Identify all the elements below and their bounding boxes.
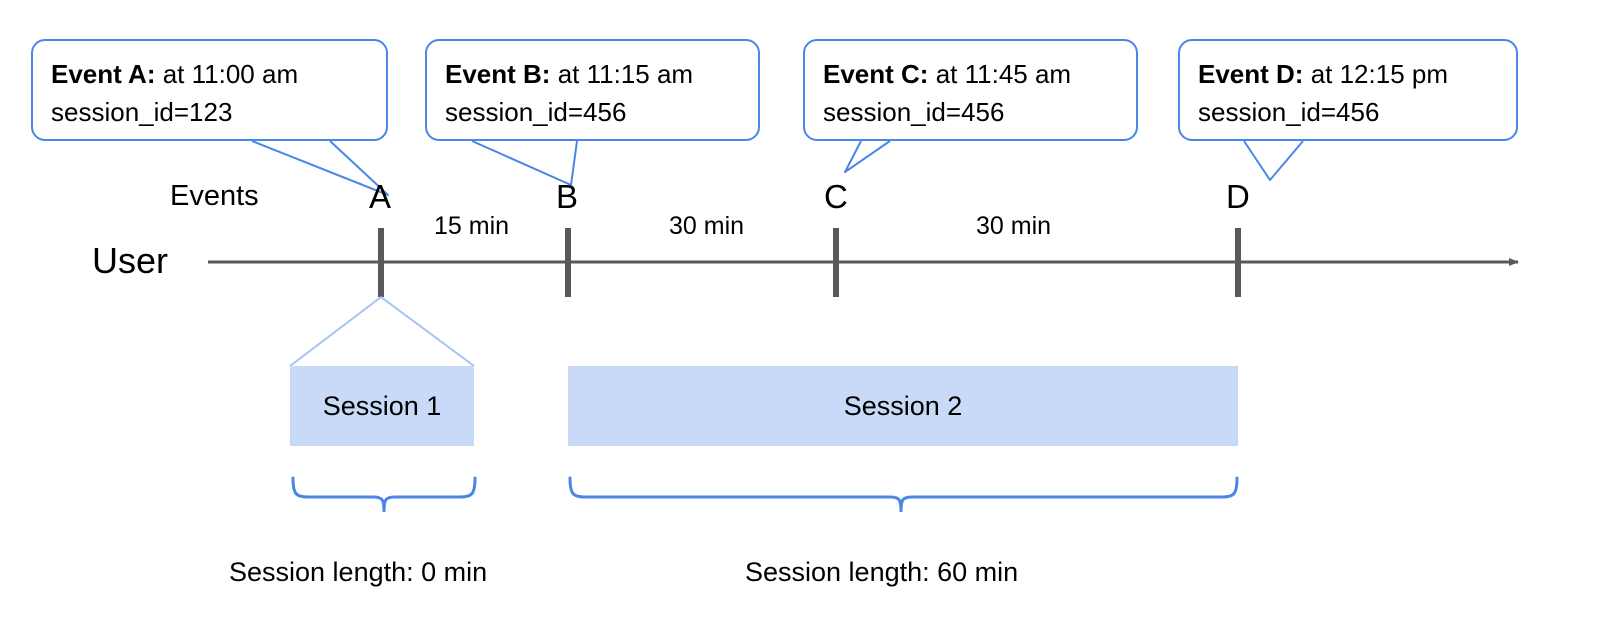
- session-bar-2-label: Session 2: [843, 390, 963, 421]
- row-label-events: Events: [170, 180, 259, 212]
- row-label-user: User: [92, 240, 169, 281]
- interval-label-bc: 30 min: [669, 212, 745, 240]
- event-letter-c: C: [824, 178, 848, 215]
- callout-d-line1: Event D: at 12:15 pm: [1198, 55, 1500, 93]
- callout-c-line2: session_id=456: [823, 97, 1005, 127]
- callout-tail-b: [471, 140, 578, 186]
- callout-a-bold: Event A:: [51, 59, 156, 89]
- session1-leader-lines: [289, 296, 475, 367]
- interval-label-cd: 30 min: [976, 212, 1052, 240]
- callout-d-rest: at 12:15 pm: [1303, 59, 1449, 89]
- callout-c-line1: Event C: at 11:45 am: [823, 55, 1120, 93]
- callout-tail-c: [844, 140, 891, 173]
- session1-brace: [291, 476, 477, 513]
- callout-b-line2: session_id=456: [445, 97, 627, 127]
- callout-tail-a: [251, 140, 389, 196]
- interval-label-ab: 15 min: [434, 212, 510, 240]
- session-bar-1-label: Session 1: [322, 390, 442, 421]
- session2-brace: [568, 476, 1239, 513]
- callout-event-b: Event B: at 11:15 am session_id=456: [425, 39, 760, 141]
- event-letter-b: B: [556, 178, 579, 215]
- session-bar-1: Session 1: [290, 366, 474, 446]
- session-length-1: Session length: 0 min: [229, 557, 488, 587]
- callout-tail-d: [1243, 140, 1304, 181]
- callout-d-bold: Event D:: [1198, 59, 1304, 89]
- callout-b-line1: Event B: at 11:15 am: [445, 55, 742, 93]
- callout-d-line2: session_id=456: [1198, 97, 1380, 127]
- session-length-2: Session length: 60 min: [745, 557, 1019, 587]
- callout-event-d: Event D: at 12:15 pm session_id=456: [1178, 39, 1518, 141]
- callout-b-rest: at 11:15 am: [550, 59, 694, 89]
- callout-c-rest: at 11:45 am: [928, 59, 1072, 89]
- callout-c-bold: Event C:: [823, 59, 929, 89]
- callout-a-line2: session_id=123: [51, 97, 233, 127]
- session-bar-2: Session 2: [568, 366, 1238, 446]
- callout-b-bold: Event B:: [445, 59, 551, 89]
- callout-a-line1: Event A: at 11:00 am: [51, 55, 370, 93]
- callout-event-a: Event A: at 11:00 am session_id=123: [31, 39, 388, 141]
- event-letter-d: D: [1226, 178, 1250, 215]
- event-letter-a: A: [369, 178, 392, 215]
- callout-event-c: Event C: at 11:45 am session_id=456: [803, 39, 1138, 141]
- callout-a-rest: at 11:00 am: [155, 59, 299, 89]
